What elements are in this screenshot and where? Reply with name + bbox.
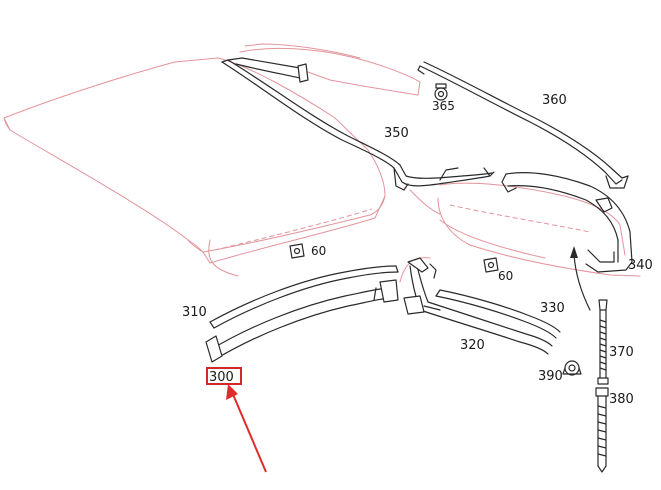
part-340-side-frame [501, 172, 633, 273]
part-380-threaded-rod [595, 387, 609, 473]
part-390-nut [562, 360, 582, 376]
part-365-clip [434, 83, 448, 101]
part-350-frame-bow [221, 57, 495, 191]
callout-340: 340 [628, 258, 653, 273]
callout-360: 360 [542, 93, 567, 108]
highlight-box [206, 367, 242, 385]
part-320-corner-seal [403, 257, 553, 355]
callout-320: 320 [460, 338, 485, 353]
callout-60-left: 60 [311, 244, 326, 258]
part-370-bolt [597, 299, 609, 385]
callout-350: 350 [384, 126, 409, 141]
part-360-seal-rail [417, 61, 629, 189]
part-60-fastener-left [289, 243, 305, 259]
part-310-side-seal [209, 265, 399, 329]
part-60-fastener-right [483, 257, 499, 273]
part-300-seal-assembly [205, 279, 399, 363]
callout-365: 365 [432, 99, 455, 113]
callout-310: 310 [182, 305, 207, 320]
callout-380: 380 [609, 392, 634, 407]
rear-frame-outline [208, 43, 641, 283]
part-330-rear-seal [435, 289, 561, 339]
callout-330: 330 [540, 301, 565, 316]
direction-arrow [570, 246, 591, 311]
callout-300[interactable]: 300 [209, 370, 234, 385]
highlight-arrow [226, 384, 267, 473]
callout-390: 390 [538, 369, 563, 384]
roof-panel-outline [3, 57, 386, 264]
callout-60-right: 60 [498, 269, 513, 283]
callout-370: 370 [609, 345, 634, 360]
